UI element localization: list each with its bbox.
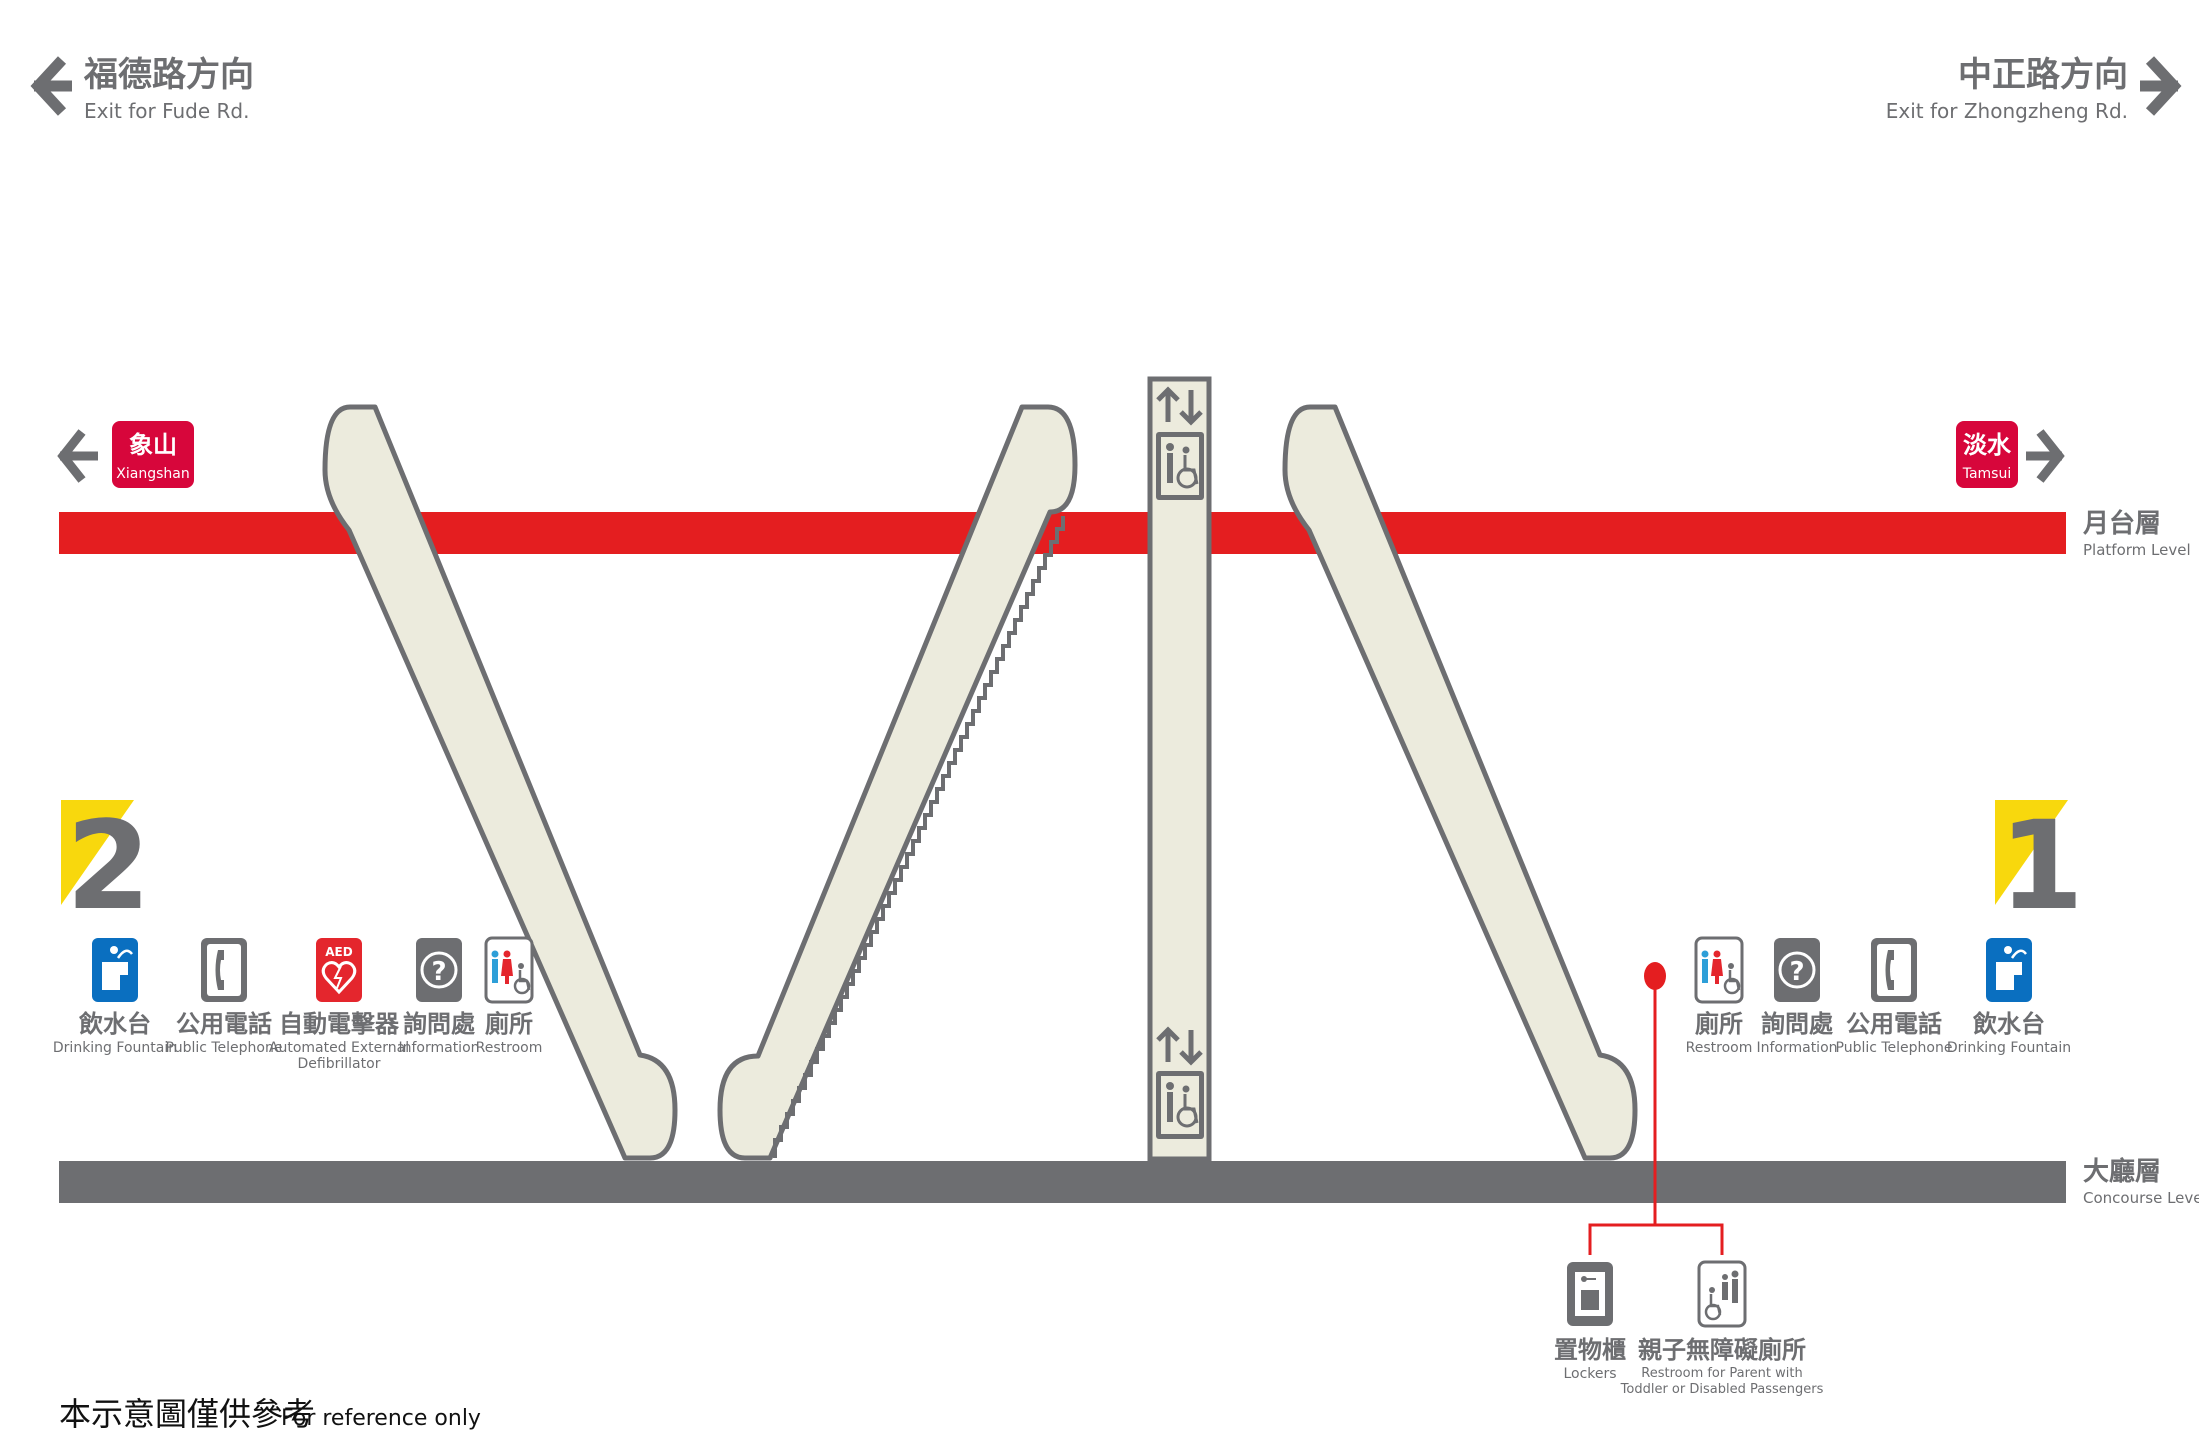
svg-text:Information: Information xyxy=(1756,1040,1837,1056)
destination-left-zh: 象山 xyxy=(129,431,177,459)
concourse-line xyxy=(59,1161,2066,1203)
svg-text:詢問處: 詢問處 xyxy=(403,1010,475,1038)
svg-text:Restroom: Restroom xyxy=(1686,1040,1753,1056)
exit-number-left: 2 xyxy=(66,795,151,937)
exit-right-zh: 中正路方向 xyxy=(1958,55,2128,95)
reference-note-en: For reference only xyxy=(281,1406,481,1431)
svg-text:?: ? xyxy=(431,957,446,987)
destination-right-zh: 淡水 xyxy=(1963,431,2012,459)
reference-note-zh: 本示意圖僅供參考 xyxy=(59,1395,315,1433)
concourse-level-zh: 大廳層 xyxy=(2083,1156,2161,1187)
svg-text:Lockers: Lockers xyxy=(1563,1366,1616,1382)
svg-text:飲水台: 飲水台 xyxy=(78,1010,151,1038)
svg-text:?: ? xyxy=(1789,957,1804,987)
svg-text:親子無障礙廁所: 親子無障礙廁所 xyxy=(1638,1336,1806,1364)
svg-text:自動電擊器: 自動電擊器 xyxy=(279,1010,400,1038)
facility-information[interactable]: ? 詢問處 Information xyxy=(1756,938,1838,1056)
destination-tamsui: 淡水 Tamsui xyxy=(1956,421,2065,488)
location-marker xyxy=(1588,962,1724,1255)
facility-public-telephone[interactable]: 公用電話 Public Telephone xyxy=(166,938,283,1056)
facility-drinking-fountain[interactable]: 飲水台 Drinking Fountain xyxy=(53,938,177,1056)
up-down-arrows-icon xyxy=(1156,1026,1203,1066)
facility-family-restroom[interactable]: 親子無障礙廁所 Restroom for Parent with Toddler… xyxy=(1620,1260,1824,1397)
up-down-arrows-icon xyxy=(1156,386,1203,426)
facility-lockers[interactable]: 置物櫃 Lockers xyxy=(1554,1262,1626,1382)
elevator[interactable] xyxy=(1147,376,1212,1162)
svg-text:Restroom: Restroom xyxy=(476,1040,543,1056)
facility-public-telephone[interactable]: 公用電話 Public Telephone xyxy=(1836,938,1953,1056)
right-facilities: 廁所 Restroom ? 詢問處 Information 公用電話 Publi… xyxy=(1686,936,2071,1056)
destination-xiangshan: 象山 Xiangshan xyxy=(57,421,194,488)
exit-right[interactable]: 中正路方向 Exit for Zhongzheng Rd. xyxy=(1886,55,2182,123)
svg-text:Defibrillator: Defibrillator xyxy=(298,1056,381,1072)
escalator-2 xyxy=(1282,404,1638,1161)
svg-text:公用電話: 公用電話 xyxy=(1846,1010,1942,1038)
exit-left-en: Exit for Fude Rd. xyxy=(84,99,249,123)
svg-text:Drinking Fountain: Drinking Fountain xyxy=(53,1040,177,1056)
facility-aed[interactable]: AED 自動電擊器 Automated External Defibrillat… xyxy=(269,938,409,1072)
svg-text:Drinking Fountain: Drinking Fountain xyxy=(1947,1040,2071,1056)
destination-badge xyxy=(112,421,194,488)
exit-number-right: 1 xyxy=(1999,795,2084,937)
destination-right-en: Tamsui xyxy=(1962,466,2012,482)
svg-text:公用電話: 公用電話 xyxy=(176,1010,272,1038)
elevator-accessible-icon xyxy=(1156,1071,1204,1139)
left-facilities: 飲水台 Drinking Fountain 公用電話 Public Teleph… xyxy=(53,936,543,1072)
information-icon xyxy=(416,938,462,1002)
platform-level-zh: 月台層 xyxy=(2082,508,2161,539)
exit-1-badge: 1 xyxy=(1995,795,2084,937)
svg-text:飲水台: 飲水台 xyxy=(1972,1010,2045,1038)
svg-text:Restroom for Parent with: Restroom for Parent with xyxy=(1641,1366,1802,1381)
facility-information[interactable]: ? 詢問處 Information xyxy=(398,938,480,1056)
platform-level-en: Platform Level xyxy=(2083,541,2191,559)
information-icon xyxy=(1774,938,1820,1002)
reference-note: 本示意圖僅供參考 For reference only xyxy=(59,1395,481,1433)
destination-left-en: Xiangshan xyxy=(116,466,189,482)
svg-text:詢問處: 詢問處 xyxy=(1761,1010,1833,1038)
svg-text:AED: AED xyxy=(325,945,352,959)
svg-text:Information: Information xyxy=(398,1040,479,1056)
svg-text:廁所: 廁所 xyxy=(485,1010,533,1038)
exit-left-zh: 福德路方向 xyxy=(83,55,254,95)
escalator-1 xyxy=(322,404,678,1161)
staircase xyxy=(717,404,1078,1161)
svg-text:Automated External: Automated External xyxy=(269,1040,409,1056)
location-pin-icon xyxy=(1644,962,1666,990)
svg-text:置物櫃: 置物櫃 xyxy=(1554,1336,1626,1364)
facility-restroom[interactable]: 廁所 Restroom xyxy=(1686,936,1753,1056)
elevator-accessible-icon xyxy=(1156,432,1204,500)
svg-text:Toddler or Disabled Passengers: Toddler or Disabled Passengers xyxy=(1620,1382,1824,1397)
exit-left[interactable]: 福德路方向 Exit for Fude Rd. xyxy=(30,55,254,123)
lower-facilities: 置物櫃 Lockers 親子無障礙廁所 Restroom for Parent … xyxy=(1554,1260,1824,1397)
facility-restroom[interactable]: 廁所 Restroom xyxy=(476,936,543,1056)
svg-text:廁所: 廁所 xyxy=(1695,1010,1743,1038)
destination-badge xyxy=(1956,421,2018,488)
concourse-level-en: Concourse Level xyxy=(2083,1189,2199,1207)
exit-2-badge: 2 xyxy=(61,795,151,937)
svg-text:Public Telephone: Public Telephone xyxy=(166,1040,283,1056)
facility-drinking-fountain[interactable]: 飲水台 Drinking Fountain xyxy=(1947,938,2071,1056)
svg-text:Public Telephone: Public Telephone xyxy=(1836,1040,1953,1056)
exit-right-en: Exit for Zhongzheng Rd. xyxy=(1886,99,2128,123)
